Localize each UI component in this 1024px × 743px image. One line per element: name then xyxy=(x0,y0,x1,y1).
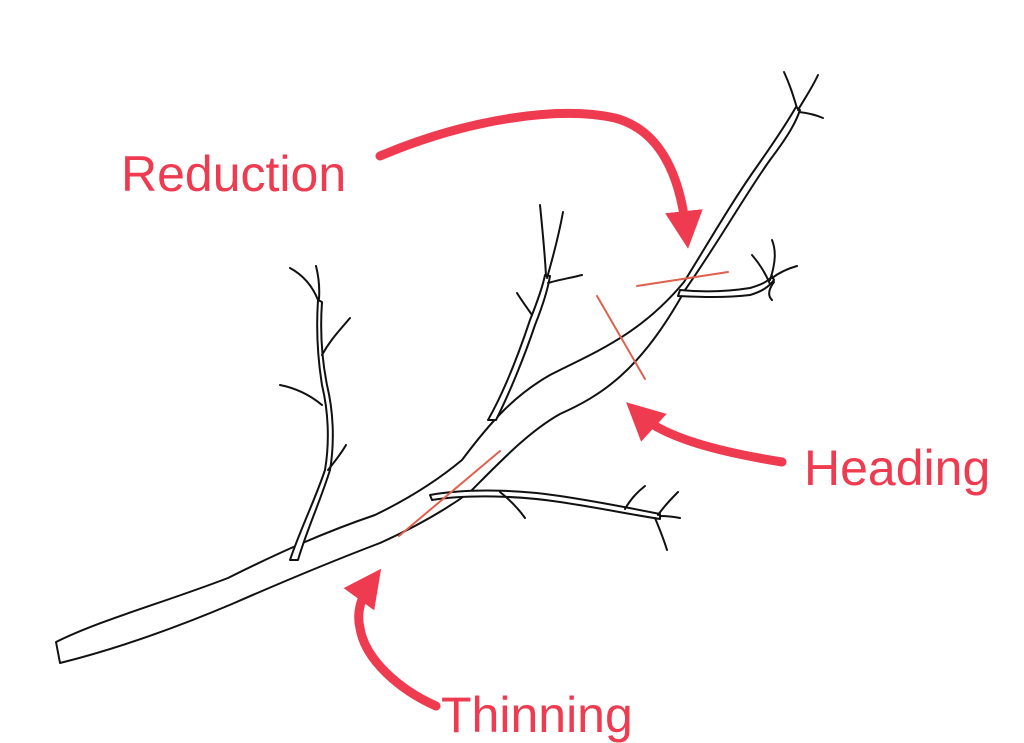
heading-arrow-icon xyxy=(626,402,787,467)
tree-branch-illustration xyxy=(55,71,824,664)
heading-label: Heading xyxy=(804,440,991,496)
thinning-side-branch xyxy=(429,489,661,520)
middle-branch-twigs xyxy=(516,204,583,316)
heading-side-branch xyxy=(677,275,775,298)
pruning-cut-marks xyxy=(398,271,729,537)
reduction-cut-mark xyxy=(636,271,729,287)
middle-upright-branch xyxy=(487,274,551,421)
thinning-cut-mark xyxy=(398,450,501,537)
main-branch xyxy=(55,106,801,664)
reduction-label: Reduction xyxy=(121,146,347,202)
heading-side-twigs xyxy=(751,239,798,301)
left-upright-branch xyxy=(289,299,334,561)
thinning-branch-twigs xyxy=(499,485,681,551)
left-branch-twigs xyxy=(279,265,351,471)
reduction-arrow-icon xyxy=(375,109,703,249)
heading-cut-mark xyxy=(596,295,646,380)
tip-twig xyxy=(783,71,824,119)
curved-arrows xyxy=(343,109,787,711)
thinning-label: Thinning xyxy=(441,687,633,743)
thinning-arrow-icon xyxy=(343,568,441,711)
